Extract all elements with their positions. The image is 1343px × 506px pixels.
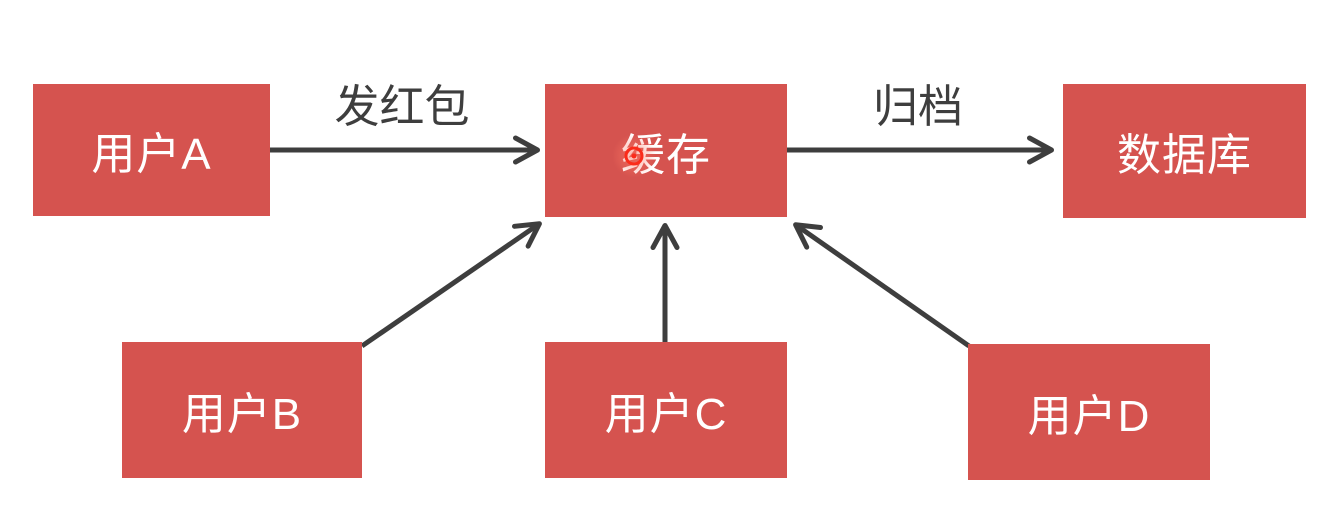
node-user-c[interactable]: 用户C — [545, 342, 787, 478]
node-user-b-label: 用户B — [181, 390, 303, 439]
node-user-a-label: 用户A — [91, 130, 212, 179]
node-database-label: 数据库 — [1117, 131, 1252, 180]
edge-label-send-red-packet: 发红包 — [334, 81, 470, 132]
arrow-user-d-to-cache — [793, 222, 971, 349]
node-user-a[interactable]: 用户A — [33, 84, 270, 216]
node-user-d[interactable]: 用户D — [968, 344, 1210, 480]
node-database[interactable]: 数据库 — [1063, 84, 1306, 218]
arrow-user-b-to-cache — [360, 221, 542, 349]
node-user-c-label: 用户C — [604, 390, 728, 439]
node-user-b[interactable]: 用户B — [122, 342, 362, 478]
node-cache-label: 缓存 — [621, 130, 711, 180]
edge-label-archive: 归档 — [872, 81, 964, 132]
node-cache[interactable]: 缓存 — [545, 84, 787, 217]
node-user-d-label: 用户D — [1027, 392, 1151, 441]
